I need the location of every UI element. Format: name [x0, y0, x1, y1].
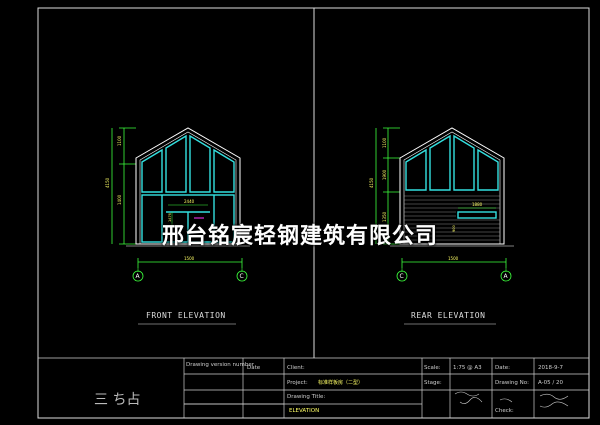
front-dim-vertical [111, 127, 136, 245]
company-watermark: 邢台铭宸轻钢建筑有限公司 [161, 224, 438, 249]
client-label: Client: [287, 365, 305, 371]
date-label: Date [247, 365, 261, 371]
front-grid-label-right: C [240, 273, 244, 280]
stage-label: Stage: [424, 380, 442, 386]
rear-house-outline [399, 127, 505, 245]
drawing-no-value: A-05 / 20 [538, 380, 563, 386]
rear-grid-bubble-left [396, 270, 408, 282]
rear-dim-width: 1500 [448, 256, 459, 261]
drawing-title-label: Drawing Title: [287, 394, 325, 400]
company-logo-mark: 三 ち占 [94, 392, 140, 408]
scale-value: 1:75 @ A3 [453, 365, 482, 371]
front-grid-bubble-right [236, 270, 248, 282]
front-dim-roof: 1100 [117, 135, 122, 146]
scale-label: Scale: [424, 365, 441, 371]
project-label: Project: [287, 380, 308, 386]
date2-value: 2018-9-7 [538, 365, 563, 371]
check-label: Check: [495, 408, 514, 414]
rear-grid-bubble-right [500, 270, 512, 282]
rear-dim-mid: 1900 [382, 169, 387, 180]
rear-dim-window-h: 900 [452, 225, 456, 232]
front-caption: FRONT ELEVATION [146, 311, 226, 320]
drawing-no-label: Drawing No: [495, 380, 529, 386]
title-block-text: Drawing version number Date Client: Proj… [186, 362, 563, 414]
front-house-outline [135, 127, 241, 245]
rear-dim-upper: 1100 [382, 137, 387, 148]
drawing-title-value: ELEVATION [289, 408, 319, 414]
rear-dim-vertical [375, 127, 400, 245]
front-elevation: 1100 1400 4150 2440 1476 1500 [105, 127, 250, 325]
rear-grid-label-right: A [504, 273, 509, 280]
project-value: 标准样板房（二型） [318, 379, 363, 386]
front-dim-lower: 1400 [117, 194, 122, 205]
front-windows [141, 134, 235, 243]
front-grid-bubble-left [132, 270, 144, 282]
rear-windows [405, 134, 499, 219]
rear-dim-window: 1880 [472, 202, 483, 207]
drawing-version-label: Drawing version number [186, 362, 255, 368]
front-dim-window: 2440 [184, 199, 195, 204]
date2-label: Date: [495, 365, 510, 371]
rear-siding [404, 195, 500, 241]
rear-dim-total: 4150 [369, 177, 374, 188]
front-dim-width: 1500 [184, 256, 195, 261]
rear-caption: REAR ELEVATION [411, 311, 485, 320]
rear-grid-label-left: C [400, 273, 404, 280]
signature-scribbles [454, 391, 569, 408]
front-dim-total: 4150 [105, 177, 110, 188]
front-grid-label-left: A [136, 273, 141, 280]
front-dim-door: 1476 [168, 213, 172, 222]
rear-elevation: 1100 1900 1350 4150 188 [369, 127, 514, 325]
rear-dim-lower: 1350 [382, 211, 387, 222]
title-block [38, 357, 589, 418]
